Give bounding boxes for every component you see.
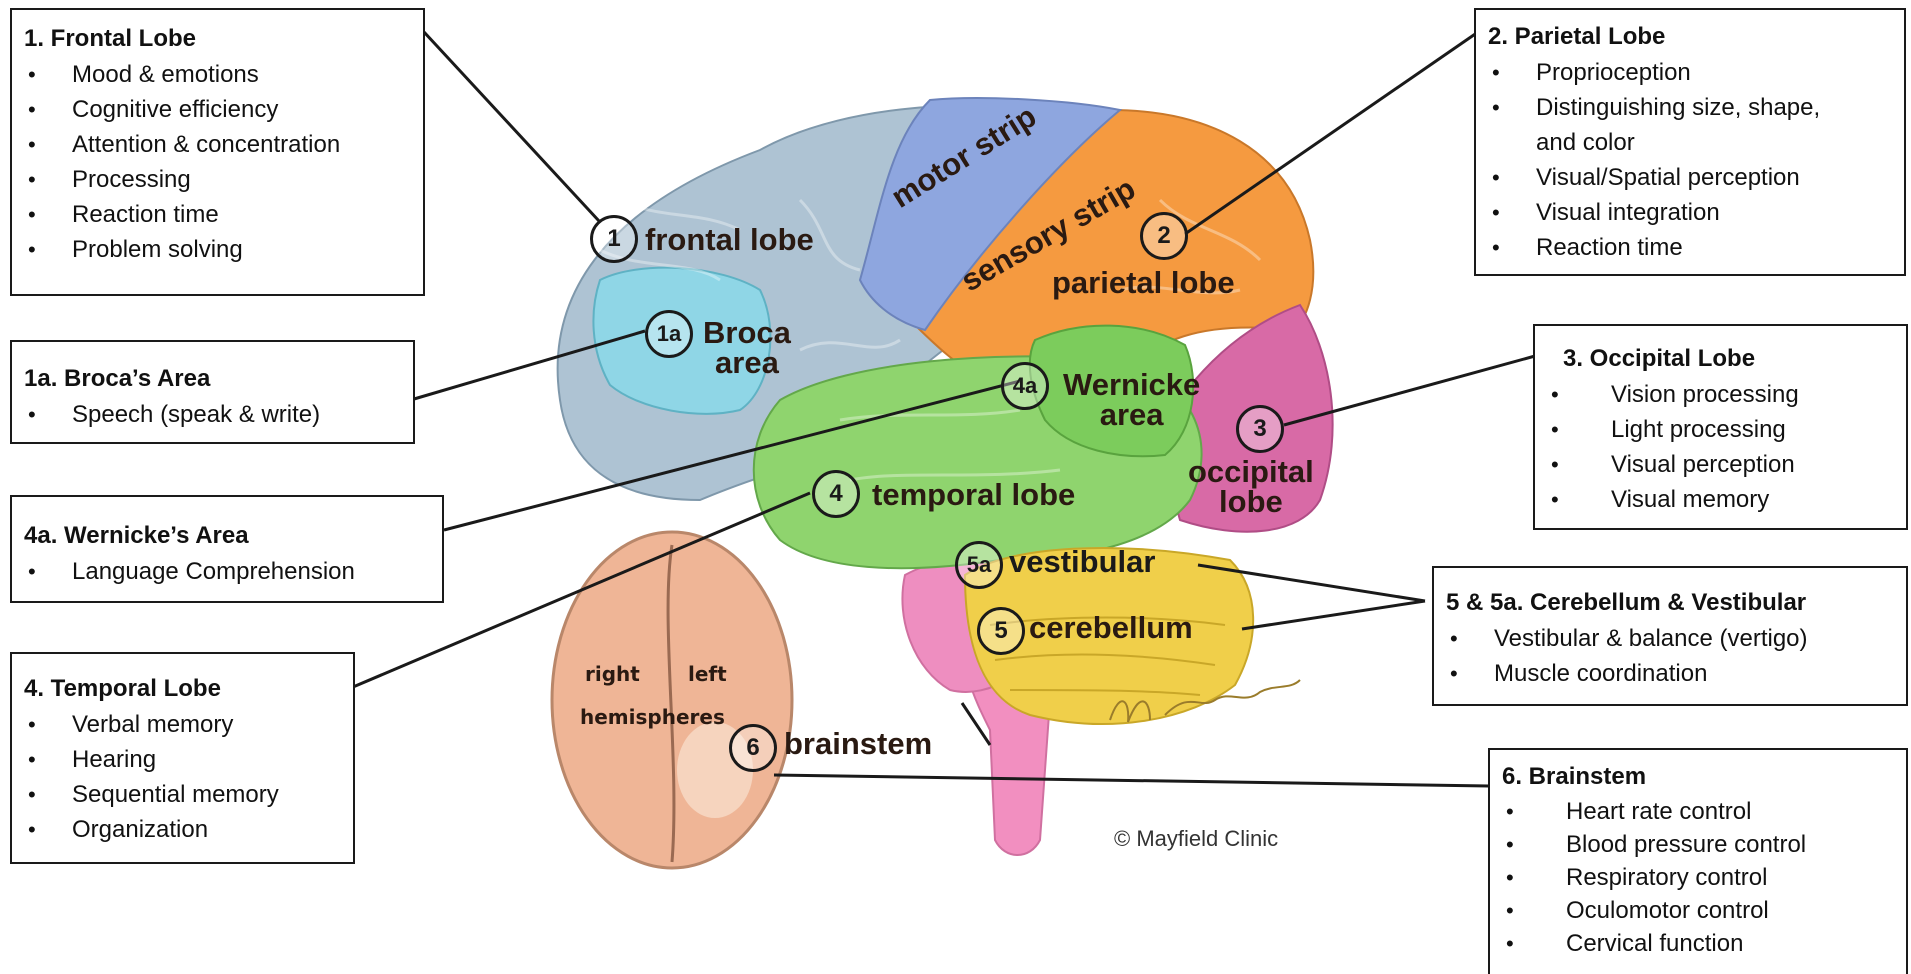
list-item: Cognitive efficiency: [24, 92, 411, 127]
list-item: Vestibular & balance (vertigo): [1446, 621, 1894, 656]
list-item: Oculomotor control: [1502, 894, 1894, 927]
broca-area-title: 1a. Broca’s Area: [24, 364, 401, 393]
list-item: Language Comprehension: [24, 554, 430, 589]
temporal-lobe-label: temporal lobe: [872, 477, 1075, 513]
list-item-continuation: and color: [1488, 125, 1892, 160]
badge-6: 6: [729, 724, 777, 772]
list-item: Hearing: [24, 742, 341, 777]
temporal-lobe-title: 4. Temporal Lobe: [24, 674, 341, 703]
list-item: Attention & concentration: [24, 127, 411, 162]
cerebellum-label: cerebellum: [1029, 610, 1193, 646]
list-item: Visual/Spatial perception: [1488, 160, 1892, 195]
cerebellum-vestibular-title: 5 & 5a. Cerebellum & Vestibular: [1446, 588, 1894, 617]
credit-text: © Mayfield Clinic: [1114, 826, 1278, 852]
list-item: Reaction time: [1488, 230, 1892, 265]
list-item: Distinguishing size, shape,: [1488, 90, 1892, 125]
wernicke-area-label: Wernicke area: [1063, 370, 1200, 430]
badge-1: 1: [590, 215, 638, 263]
occipital-lobe-box: 3. Occipital Lobe Vision processing Ligh…: [1533, 324, 1908, 530]
parietal-lobe-title: 2. Parietal Lobe: [1488, 22, 1892, 51]
badge-1a: 1a: [645, 310, 693, 358]
badge-4a: 4a: [1001, 362, 1049, 410]
wernicke-area-box: 4a. Wernicke’s Area Language Comprehensi…: [10, 495, 444, 603]
list-item: Visual memory: [1547, 482, 1894, 517]
list-item: Vision processing: [1547, 377, 1894, 412]
occipital-lobe-label-line2: lobe: [1188, 487, 1314, 517]
badge-5: 5: [977, 607, 1025, 655]
list-item: Verbal memory: [24, 707, 341, 742]
badge-5a: 5a: [955, 541, 1003, 589]
list-item: Blood pressure control: [1502, 828, 1894, 861]
list-item: Problem solving: [24, 232, 411, 267]
broca-area-box: 1a. Broca’s Area Speech (speak & write): [10, 340, 415, 444]
list-item: Processing: [24, 162, 411, 197]
list-item: Proprioception: [1488, 55, 1892, 90]
left-hemisphere-label: left: [688, 662, 727, 686]
badge-4: 4: [812, 470, 860, 518]
list-item: Heart rate control: [1502, 795, 1894, 828]
badge-3: 3: [1236, 405, 1284, 453]
parietal-lobe-box: 2. Parietal Lobe Proprioception Distingu…: [1474, 8, 1906, 276]
list-item: Reaction time: [24, 197, 411, 232]
occipital-lobe-title: 3. Occipital Lobe: [1563, 344, 1894, 373]
badge-2: 2: [1140, 212, 1188, 260]
temporal-lobe-box: 4. Temporal Lobe Verbal memory Hearing S…: [10, 652, 355, 864]
frontal-lobe-label: frontal lobe: [645, 222, 814, 258]
list-item: Cervical function: [1502, 927, 1894, 960]
list-item: Visual perception: [1547, 447, 1894, 482]
brainstem-label: brainstem: [784, 726, 932, 762]
list-item: Respiratory control: [1502, 861, 1894, 894]
brainstem-title: 6. Brainstem: [1502, 762, 1894, 791]
hemispheres-label: hemispheres: [580, 705, 725, 729]
right-hemisphere-label: right: [585, 662, 640, 686]
list-item: Visual integration: [1488, 195, 1892, 230]
brainstem-box: 6. Brainstem Heart rate control Blood pr…: [1488, 748, 1908, 974]
list-item: Light processing: [1547, 412, 1894, 447]
occipital-lobe-label-line1: occipital: [1188, 457, 1314, 487]
vestibular-label: vestibular: [1009, 544, 1155, 580]
list-item: Organization: [24, 812, 341, 847]
occipital-lobe-label: occipital lobe: [1188, 457, 1314, 517]
list-item: Muscle coordination: [1446, 656, 1894, 691]
cerebellum-vestibular-box: 5 & 5a. Cerebellum & Vestibular Vestibul…: [1432, 566, 1908, 706]
broca-area-label: Broca area: [703, 318, 791, 378]
list-item: Mood & emotions: [24, 57, 411, 92]
wernicke-area-label-line2: area: [1063, 400, 1200, 430]
broca-area-label-line1: Broca: [703, 318, 791, 348]
parietal-lobe-label: parietal lobe: [1052, 265, 1235, 301]
list-item: Speech (speak & write): [24, 397, 401, 432]
wernicke-area-label-line1: Wernicke: [1063, 370, 1200, 400]
broca-area-label-line2: area: [703, 348, 791, 378]
list-item: Sequential memory: [24, 777, 341, 812]
head-top-view: [552, 532, 792, 868]
wernicke-area-title: 4a. Wernicke’s Area: [24, 521, 430, 550]
frontal-lobe-box: 1. Frontal Lobe Mood & emotions Cognitiv…: [10, 8, 425, 296]
frontal-lobe-title: 1. Frontal Lobe: [24, 24, 411, 53]
